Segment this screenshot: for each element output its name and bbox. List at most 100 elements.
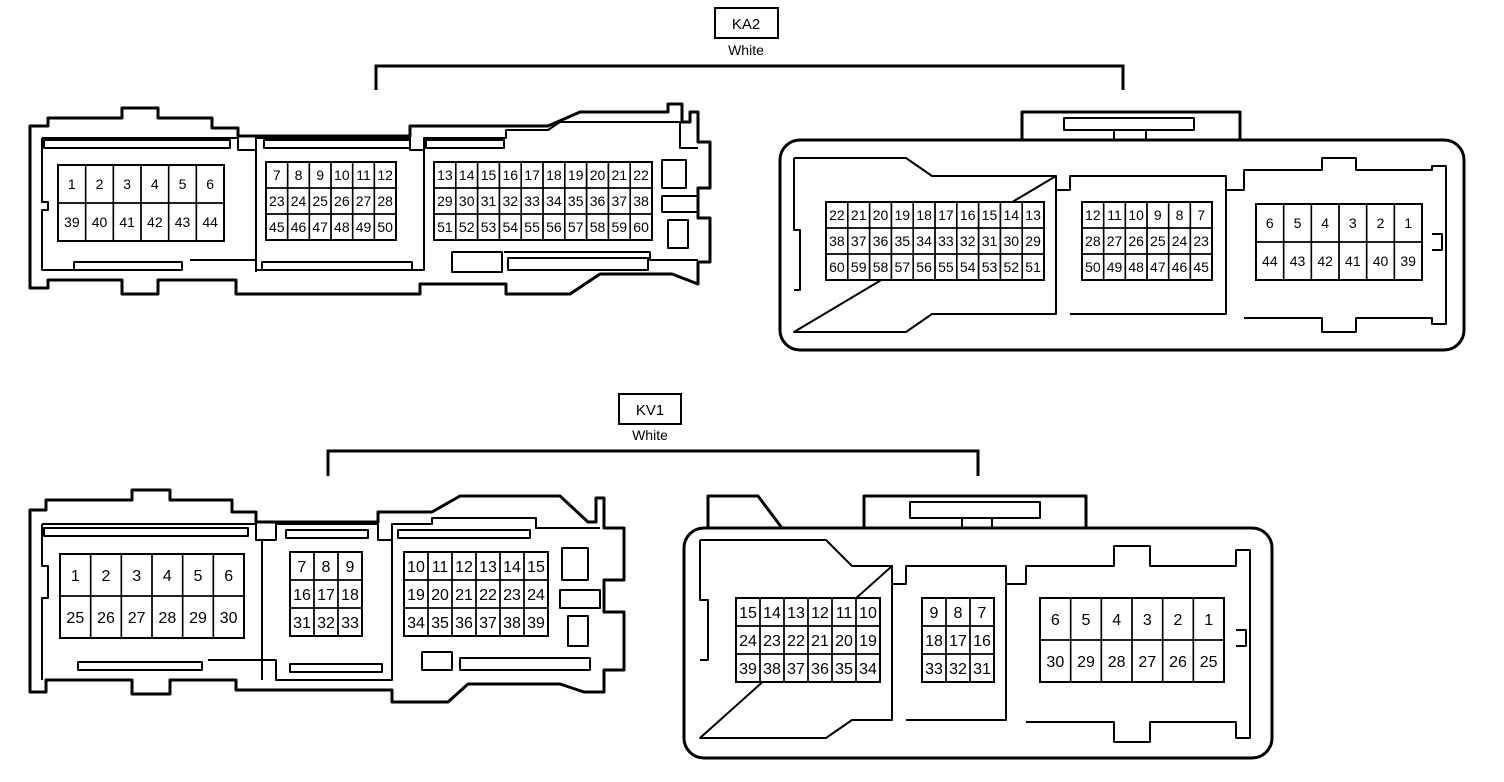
pin-number-10: 10	[1128, 207, 1144, 223]
pin-number-22: 22	[633, 167, 649, 183]
pin-number-28: 28	[1108, 654, 1126, 671]
pin-number-35: 35	[568, 193, 584, 209]
pin-number-13: 13	[1025, 207, 1041, 223]
pin-number-24: 24	[527, 587, 545, 604]
pin-number-17: 17	[524, 167, 540, 183]
pin-number-49: 49	[356, 219, 372, 235]
pin-number-20: 20	[590, 167, 606, 183]
pin-number-51: 51	[1025, 259, 1041, 275]
pin-number-3: 3	[132, 568, 141, 585]
pin-number-29: 29	[189, 610, 207, 627]
pin-number-32: 32	[503, 193, 519, 209]
kv1-color-label: White	[632, 427, 668, 443]
pin-number-24: 24	[739, 633, 757, 650]
pin-number-23: 23	[763, 633, 781, 650]
ka2-male-housing	[28, 102, 712, 296]
pin-number-40: 40	[92, 214, 108, 230]
pin-number-59: 59	[612, 219, 628, 235]
pin-number-30: 30	[220, 610, 238, 627]
pin-number-37: 37	[851, 233, 867, 249]
pin-number-12: 12	[455, 559, 473, 576]
pin-number-12: 12	[1085, 207, 1101, 223]
pin-number-25: 25	[1150, 233, 1166, 249]
pin-number-3: 3	[1349, 215, 1357, 231]
pin-number-60: 60	[829, 259, 845, 275]
pin-number-41: 41	[119, 214, 135, 230]
pin-number-25: 25	[1200, 654, 1218, 671]
pin-number-60: 60	[633, 219, 649, 235]
pin-cell	[1393, 241, 1423, 281]
pin-block-frame	[289, 551, 363, 637]
pin-number-47: 47	[312, 219, 328, 235]
pin-number-1: 1	[1204, 612, 1213, 629]
ka2-connector-label: KA2	[732, 16, 760, 33]
pin-number-23: 23	[503, 587, 521, 604]
pin-number-11: 11	[432, 559, 449, 576]
pin-number-27: 27	[1107, 233, 1123, 249]
pin-number-24: 24	[1172, 233, 1188, 249]
pin-number-18: 18	[341, 587, 359, 604]
pin-number-26: 26	[1128, 233, 1144, 249]
pin-number-24: 24	[291, 193, 307, 209]
pin-number-12: 12	[811, 605, 829, 622]
pin-number-2: 2	[1377, 215, 1385, 231]
pin-number-16: 16	[293, 587, 311, 604]
pin-number-6: 6	[224, 568, 233, 585]
pin-number-27: 27	[356, 193, 372, 209]
pin-number-15: 15	[739, 605, 757, 622]
pin-number-9: 9	[346, 559, 355, 576]
pin-number-8: 8	[1176, 207, 1184, 223]
pin-number-59: 59	[851, 259, 867, 275]
pin-number-57: 57	[568, 219, 584, 235]
pin-number-9: 9	[930, 605, 939, 622]
pin-number-48: 48	[334, 219, 350, 235]
pin-number-21: 21	[851, 207, 867, 223]
pin-number-22: 22	[787, 633, 805, 650]
pin-number-56: 56	[916, 259, 932, 275]
pin-number-51: 51	[437, 219, 453, 235]
pin-number-20: 20	[835, 633, 853, 650]
pin-number-46: 46	[291, 219, 307, 235]
pin-number-58: 58	[873, 259, 889, 275]
pin-number-27: 27	[1138, 654, 1156, 671]
pin-number-14: 14	[459, 167, 475, 183]
pin-number-47: 47	[1150, 259, 1166, 275]
kv1-connector-label: KV1	[636, 402, 664, 419]
pin-number-32: 32	[960, 233, 976, 249]
ka2-female-housing	[778, 110, 1466, 352]
pin-number-37: 37	[612, 193, 628, 209]
pin-cell	[337, 607, 363, 637]
pin-number-26: 26	[1169, 654, 1187, 671]
pin-number-33: 33	[524, 193, 540, 209]
pin-number-17: 17	[317, 587, 335, 604]
pin-number-28: 28	[1085, 233, 1101, 249]
pin-number-19: 19	[407, 587, 425, 604]
pin-number-52: 52	[1004, 259, 1020, 275]
pin-number-3: 3	[123, 176, 131, 192]
pin-cell	[523, 607, 549, 637]
pin-number-18: 18	[546, 167, 562, 183]
pin-number-26: 26	[334, 193, 350, 209]
pin-cell	[373, 213, 397, 241]
pin-number-2: 2	[1174, 612, 1183, 629]
pin-number-29: 29	[1077, 654, 1095, 671]
pin-number-23: 23	[1193, 233, 1209, 249]
pin-number-29: 29	[1025, 233, 1041, 249]
pin-number-37: 37	[479, 615, 497, 632]
pin-number-4: 4	[163, 568, 172, 585]
pin-number-5: 5	[1082, 612, 1091, 629]
pin-number-16: 16	[960, 207, 976, 223]
pin-number-31: 31	[481, 193, 497, 209]
pin-number-31: 31	[293, 615, 311, 632]
pin-number-39: 39	[1400, 253, 1416, 269]
pin-number-28: 28	[377, 193, 393, 209]
pin-number-14: 14	[503, 559, 521, 576]
pin-number-13: 13	[787, 605, 805, 622]
pin-number-34: 34	[407, 615, 425, 632]
pin-number-22: 22	[479, 587, 497, 604]
